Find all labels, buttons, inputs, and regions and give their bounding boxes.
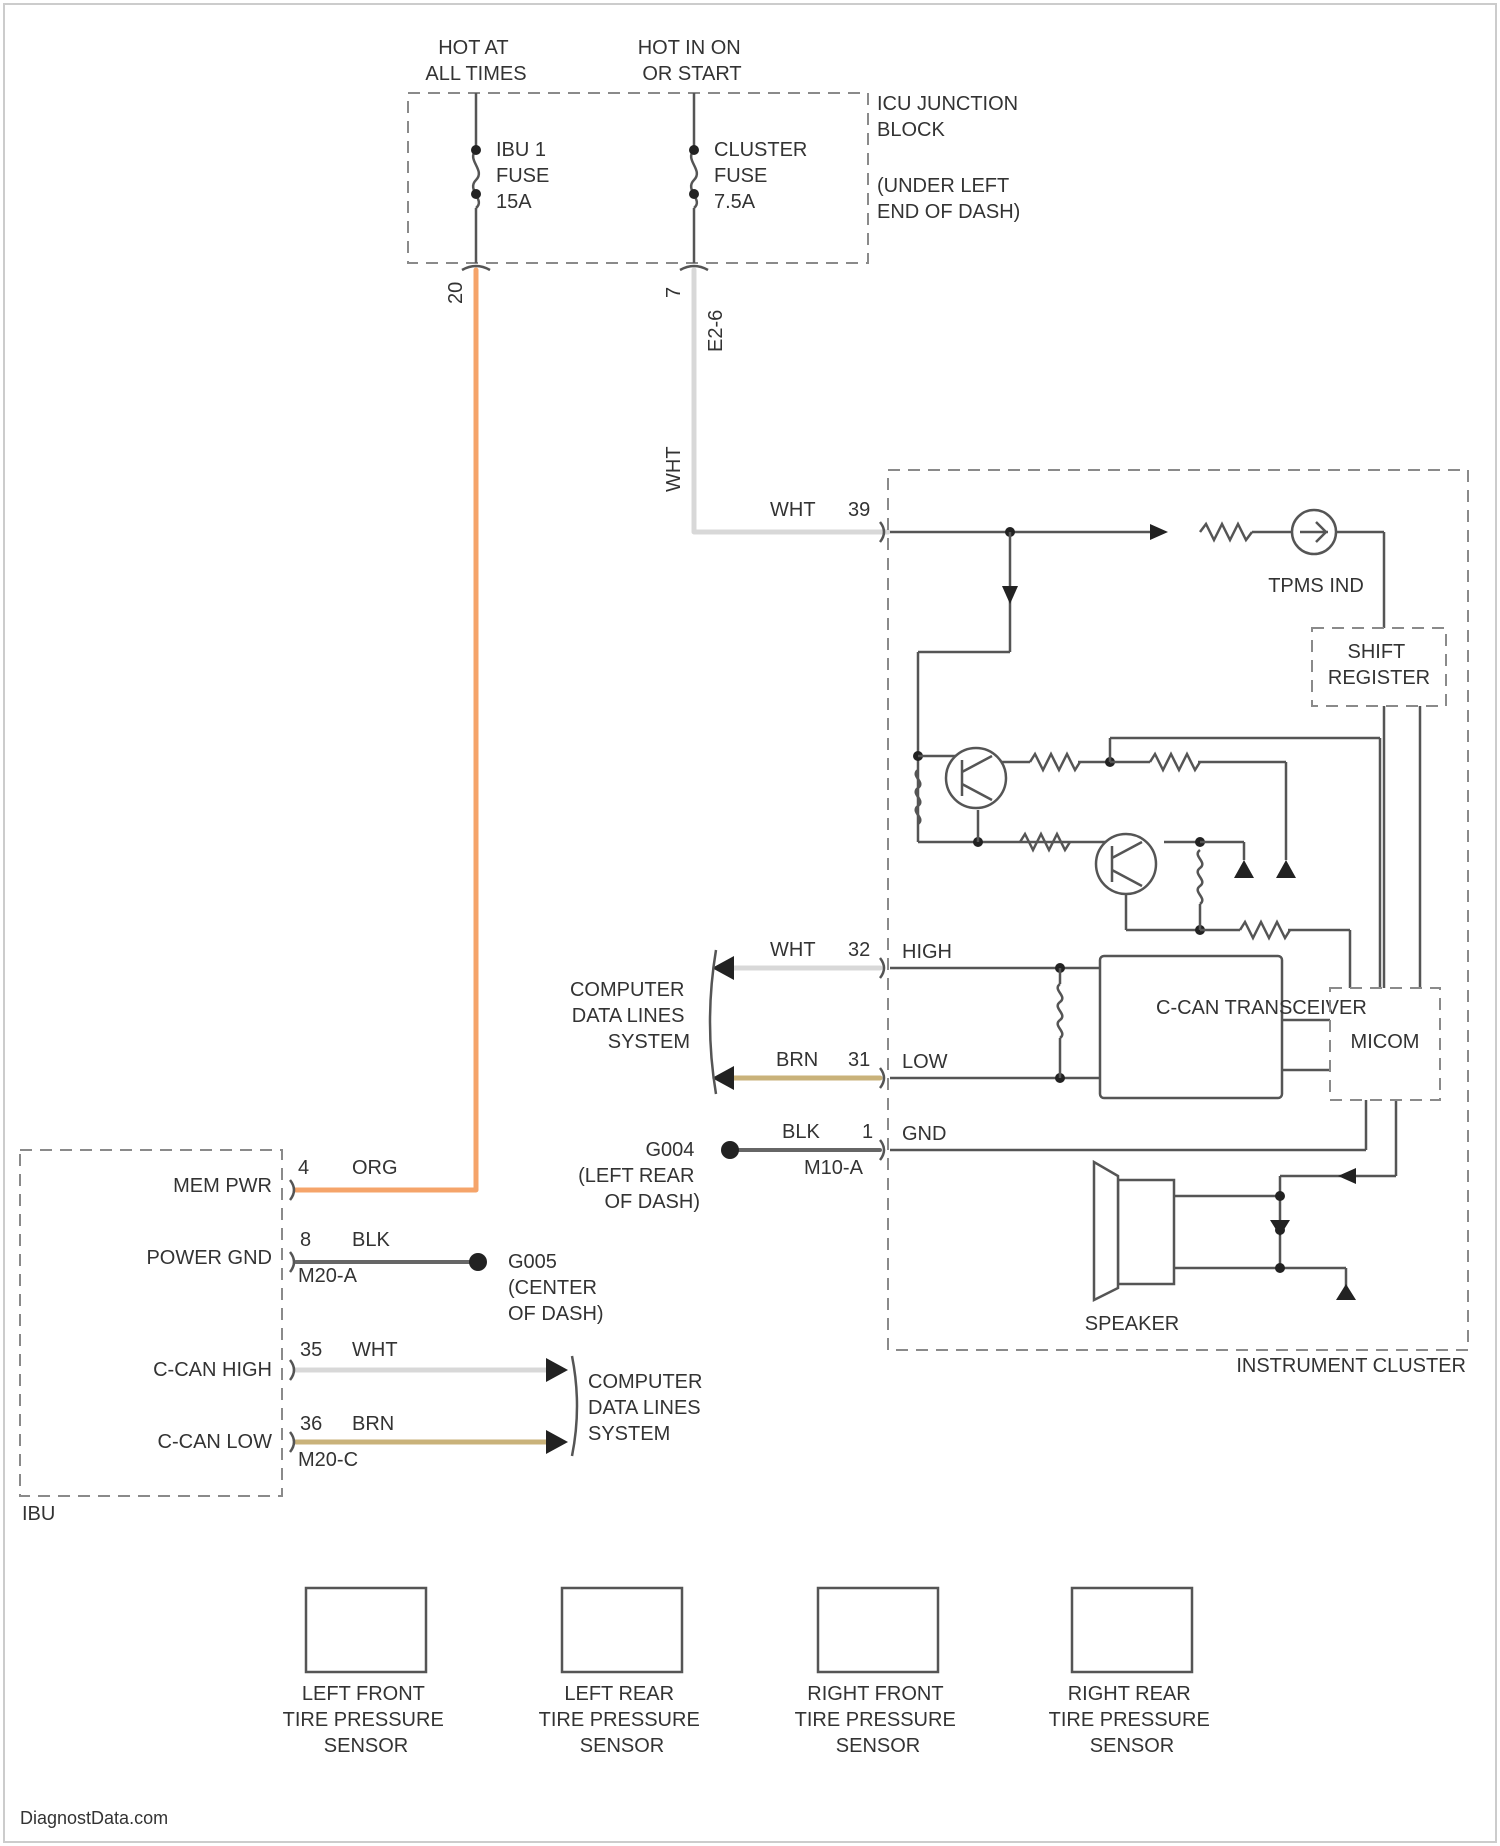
tpms-ind-label: TPMS IND: [1268, 575, 1364, 597]
ibu-label: IBU: [22, 1503, 55, 1525]
sensor-left-rear: LEFT REAR TIRE PRESSURE SENSOR: [539, 1588, 706, 1757]
cluster-gnd-wire-color: BLK: [782, 1121, 820, 1143]
cluster-fuse-pin: 7: [663, 287, 685, 298]
ccan-high-connector: [290, 1360, 294, 1380]
micom-label: MICOM: [1351, 1031, 1420, 1053]
cluster-high-label: HIGH: [902, 941, 952, 963]
cluster-pin-1: 1: [862, 1121, 873, 1143]
ccan-high-label: C-CAN HIGH: [153, 1359, 272, 1381]
org-wire: [296, 270, 476, 1190]
sensor-right-front: RIGHT FRONT TIRE PRESSURE SENSOR: [795, 1588, 962, 1757]
sensor-label: RIGHT REAR TIRE PRESSURE SENSOR: [1049, 1683, 1216, 1757]
ccan-low-connector: [290, 1432, 294, 1452]
sensor-right-rear: RIGHT REAR TIRE PRESSURE SENSOR: [1049, 1588, 1216, 1757]
cluster-fuse-connector-id: E2-6: [705, 310, 727, 352]
ibu-fuse: [471, 93, 481, 263]
data-lines-bracket-2: [572, 1356, 577, 1456]
sensor-box: [562, 1588, 682, 1672]
frame: [4, 4, 1496, 1842]
cluster-fuse: [689, 93, 699, 263]
power-gnd-connector-id: M20-A: [298, 1265, 358, 1287]
sensor-left-front: LEFT FRONT TIRE PRESSURE SENSOR: [283, 1588, 450, 1757]
transistor-1: [946, 748, 1006, 808]
ccan-high-pin: 35: [300, 1339, 322, 1361]
cluster-gnd-connector-id: M10-A: [804, 1157, 864, 1179]
mem-pwr-label: MEM PWR: [173, 1175, 272, 1197]
sensor-box: [306, 1588, 426, 1672]
computer-data-lines-label-1: COMPUTER DATA LINES SYSTEM: [570, 979, 690, 1053]
power-gnd-label: POWER GND: [146, 1247, 272, 1269]
ccan-low-wire-color: BRN: [352, 1413, 394, 1435]
cluster-pin-39: 39: [848, 499, 870, 521]
g005-ground-icon: [469, 1253, 487, 1271]
hot-at-all-times-label: HOT AT ALL TIMES: [425, 37, 526, 85]
cluster-pin-32: 32: [848, 939, 870, 961]
sensor-label: LEFT FRONT TIRE PRESSURE SENSOR: [283, 1683, 450, 1757]
transistor-2: [1096, 834, 1156, 894]
cluster-gnd-label: GND: [902, 1123, 946, 1145]
org-wire-label: ORG: [352, 1157, 398, 1179]
mem-pwr-pin: 4: [298, 1157, 309, 1179]
wht-vertical-label: WHT: [663, 446, 685, 492]
sensor-box: [818, 1588, 938, 1672]
cluster-fuse-label: CLUSTER FUSE 7.5A: [714, 139, 813, 213]
g005-label: G005 (CENTER OF DASH): [508, 1251, 604, 1325]
tpms-indicator: [1292, 510, 1336, 554]
junction-block-label: ICU JUNCTION BLOCK: [877, 93, 1024, 141]
ccan-low-arrow: [546, 1430, 568, 1454]
cluster-pin-31: 31: [848, 1049, 870, 1071]
ccan-low-label: C-CAN LOW: [158, 1431, 273, 1453]
speaker-label: SPEAKER: [1085, 1313, 1179, 1335]
ccan-high-wire-color: WHT: [352, 1339, 398, 1361]
sensor-label: RIGHT FRONT TIRE PRESSURE SENSOR: [795, 1683, 962, 1757]
mem-pwr-connector: [290, 1180, 294, 1200]
g004-ground-icon: [721, 1141, 739, 1159]
power-gnd-connector: [290, 1252, 294, 1272]
ibu-fuse-label: IBU 1 FUSE 15A: [496, 139, 555, 213]
sensor-box: [1072, 1588, 1192, 1672]
ccan-low-connector-id: M20-C: [298, 1449, 358, 1471]
watermark: DiagnostData.com: [20, 1808, 168, 1828]
data-lines-bracket-1: [710, 950, 716, 1094]
ccan-low-pin: 36: [300, 1413, 322, 1435]
shift-register-label: SHIFT REGISTER: [1328, 641, 1430, 689]
junction-block-location: (UNDER LEFT END OF DASH): [877, 175, 1020, 223]
can-transceiver: [1100, 956, 1282, 1098]
can-transceiver-label: C-CAN TRANSCEIVER: [1156, 997, 1367, 1019]
computer-data-lines-label-2: COMPUTER DATA LINES SYSTEM: [588, 1371, 708, 1445]
instrument-cluster-label: INSTRUMENT CLUSTER: [1236, 1355, 1466, 1377]
power-gnd-pin: 8: [300, 1229, 311, 1251]
g004-label: G004 (LEFT REAR OF DASH): [578, 1139, 700, 1213]
speaker-symbol: [1094, 1162, 1174, 1300]
hot-in-on-label: HOT IN ON OR START: [638, 37, 747, 85]
sensor-label: LEFT REAR TIRE PRESSURE SENSOR: [539, 1683, 706, 1757]
cluster-low-label: LOW: [902, 1051, 948, 1073]
cluster-high-wire-color: WHT: [770, 939, 816, 961]
ccan-high-arrow: [546, 1358, 568, 1382]
ibu-fuse-pin: 20: [445, 282, 467, 304]
power-gnd-wire-color: BLK: [352, 1229, 390, 1251]
wht-feed-wire: [694, 270, 888, 532]
cluster-low-wire-color: BRN: [776, 1049, 818, 1071]
cluster-wht-label: WHT: [770, 499, 816, 521]
